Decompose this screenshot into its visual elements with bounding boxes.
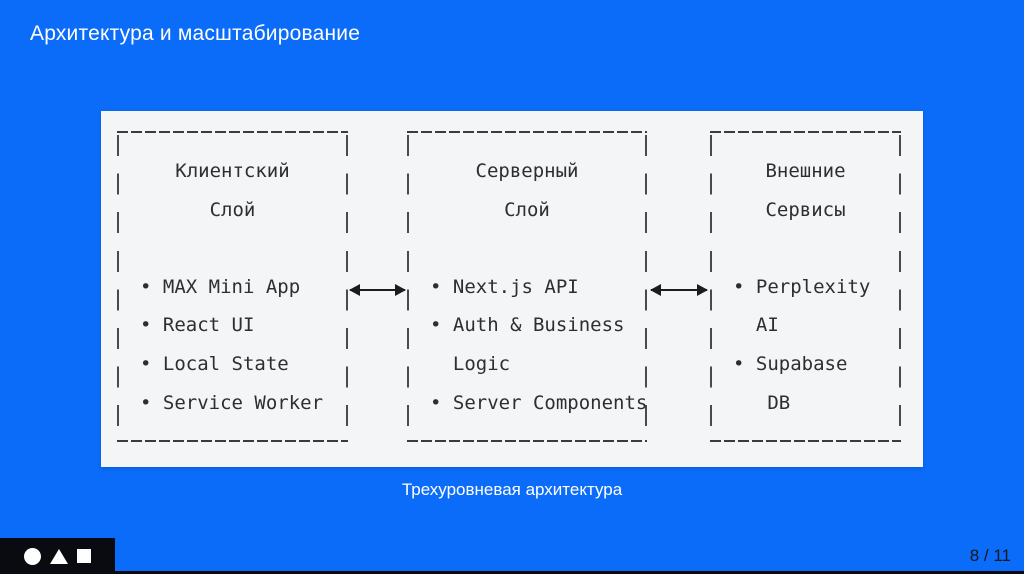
box-title-line: Слой <box>504 198 550 221</box>
bidirectional-arrow-icon <box>650 284 708 296</box>
box-spacer <box>710 229 901 268</box>
diagram-item: • React UI <box>140 314 255 337</box>
diagram-item: • Supabase <box>733 352 848 375</box>
diagram-caption: Трехуровневая архитектура <box>401 480 623 499</box>
bidirectional-arrow-icon <box>349 284 406 296</box>
box-title-line: Сервисы <box>765 198 846 221</box>
bottom-strip <box>0 571 1024 574</box>
box-title-line: Клиентский <box>175 160 290 182</box>
circle-icon <box>24 547 41 565</box>
diagram-item: Logic <box>430 352 511 375</box>
square-icon <box>77 549 91 563</box>
diagram-item: • Perplexity <box>733 275 871 298</box>
page-indicator: 8 / 11 <box>969 546 1011 565</box>
diagram-item: AI <box>733 314 779 337</box>
diagram-item: • Server Components <box>430 391 648 414</box>
diagram-item: DB <box>733 391 791 414</box>
box-title-line: Слой <box>209 198 256 221</box>
diagram-box-client-layer: Клиентский Слой • MAX Mini App • React U… <box>117 131 348 442</box>
diagram-panel: Клиентский Слой • MAX Mini App • React U… <box>101 111 923 467</box>
diagram-item: • Auth & Business <box>430 314 625 337</box>
diagram-item: • MAX Mini App <box>140 275 301 298</box>
box-title-line: Внешние <box>765 160 846 182</box>
diagram-item: • Service Worker <box>140 391 324 414</box>
diagram-item: • Local State <box>140 352 289 375</box>
diagram-box-server-layer: Серверный Слой • Next.js API • Auth & Bu… <box>407 131 647 442</box>
triangle-icon <box>50 548 68 564</box>
diagram-item: • Next.js API <box>430 275 579 298</box>
footer-logo <box>0 538 115 574</box>
diagram-box-external-services: Внешние Сервисы • Perplexity AI • Supaba… <box>710 131 901 442</box>
box-spacer <box>407 229 647 268</box>
slide-title: Архитектура и масштабирование <box>30 22 361 45</box>
box-spacer <box>117 229 348 268</box>
box-title-line: Серверный <box>475 160 579 182</box>
